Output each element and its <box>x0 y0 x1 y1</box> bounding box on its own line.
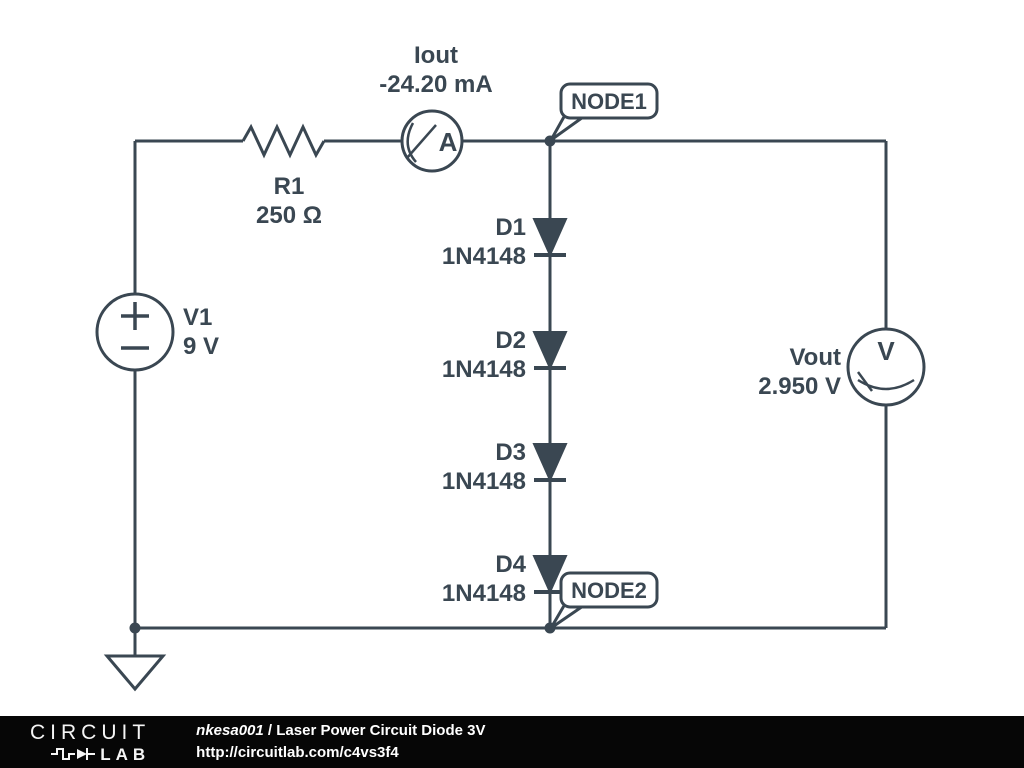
voltmeter-letter: V <box>877 336 895 366</box>
diode-value: 1N4148 <box>442 580 526 607</box>
logo-lab-text: LAB <box>100 744 151 764</box>
divider-text: / <box>263 722 277 740</box>
author-name: nkesa001 <box>196 722 264 740</box>
ammeter-iout[interactable]: A Iout -24.20 mA <box>379 42 493 173</box>
diode-triangle <box>532 331 568 371</box>
ammeter-value: -24.20 mA <box>379 71 492 98</box>
resistor-value: 250 Ω <box>256 202 322 229</box>
node-callout-node1[interactable]: NODE1 <box>549 82 659 142</box>
diode-value: 1N4148 <box>442 468 526 495</box>
voltmeter-vout[interactable]: V Vout 2.950 V <box>758 327 926 407</box>
logo-circuit-text: CIRCUIT <box>30 720 151 744</box>
diode-name: D1 <box>495 214 526 241</box>
circuit-url-link[interactable]: http://circuitlab.com/c4vs3f4 <box>196 743 399 761</box>
voltmeter-value: 2.950 V <box>758 373 841 400</box>
junction-dot-ground <box>129 622 141 634</box>
node-label: NODE2 <box>571 578 647 603</box>
schematic-canvas: R1 250 Ω V1 9 V A Iout -24.20 mA D1 1N41… <box>95 42 926 692</box>
diode-name: D4 <box>495 551 526 578</box>
voltmeter-needle <box>856 371 874 392</box>
callout-box <box>559 82 659 120</box>
diode-value: 1N4148 <box>442 356 526 383</box>
circuit-schematic: R1 250 Ω V1 9 V A Iout -24.20 mA D1 1N41… <box>95 42 926 692</box>
ground-symbol[interactable] <box>103 654 167 692</box>
diode-d3[interactable]: D3 1N4148 <box>442 439 568 495</box>
ammeter-needle <box>406 124 437 159</box>
footer-meta: nkesa001 / Laser Power Circuit Diode 3V … <box>196 721 485 763</box>
voltmeter-name: Vout <box>789 344 841 371</box>
circuitlab-logo: CIRCUIT LAB <box>30 722 150 763</box>
junction-dot-node2 <box>544 622 556 634</box>
diode-triangle <box>532 443 568 483</box>
ammeter-letter: A <box>439 127 458 157</box>
plus-icon <box>121 302 149 330</box>
logo-bottom-row: LAB <box>30 746 150 763</box>
resistor-zigzag <box>241 123 326 159</box>
circuit-url-line: http://circuitlab.com/c4vs3f4 <box>196 743 485 763</box>
diode-value: 1N4148 <box>442 243 526 270</box>
waveform-icon <box>51 748 96 760</box>
diode-d4[interactable]: D4 1N4148 <box>442 551 568 607</box>
ammeter-body <box>400 109 464 173</box>
diode-triangle <box>532 218 568 258</box>
resistor-r1[interactable]: R1 250 Ω <box>241 123 326 229</box>
ammeter-name: Iout <box>414 42 458 69</box>
circuit-title: Laser Power Circuit Diode 3V <box>276 722 486 740</box>
diode-d2[interactable]: D2 1N4148 <box>442 327 568 383</box>
diode-d1[interactable]: D1 1N4148 <box>442 214 568 270</box>
circuit-title-line: nkesa001 / Laser Power Circuit Diode 3V <box>196 721 485 741</box>
junction-dots <box>129 135 556 634</box>
source-name: V1 <box>183 304 212 331</box>
source-body <box>95 292 175 372</box>
diode-name: D3 <box>495 439 526 466</box>
node-label: NODE1 <box>571 89 647 114</box>
callout-box <box>559 571 659 609</box>
footer-bar: CIRCUIT LAB nkesa001 / Laser Power Circu… <box>0 716 1024 768</box>
diode-triangle <box>532 555 568 595</box>
voltmeter-dial-arc <box>857 378 915 391</box>
diode-name: D2 <box>495 327 526 354</box>
voltage-source-v1[interactable]: V1 9 V <box>95 292 219 372</box>
ammeter-dial-arc <box>406 122 417 163</box>
node-callout-node2[interactable]: NODE2 <box>549 571 659 630</box>
resistor-name: R1 <box>274 173 305 200</box>
junction-dot-node1 <box>544 135 556 147</box>
source-value: 9 V <box>183 333 219 360</box>
